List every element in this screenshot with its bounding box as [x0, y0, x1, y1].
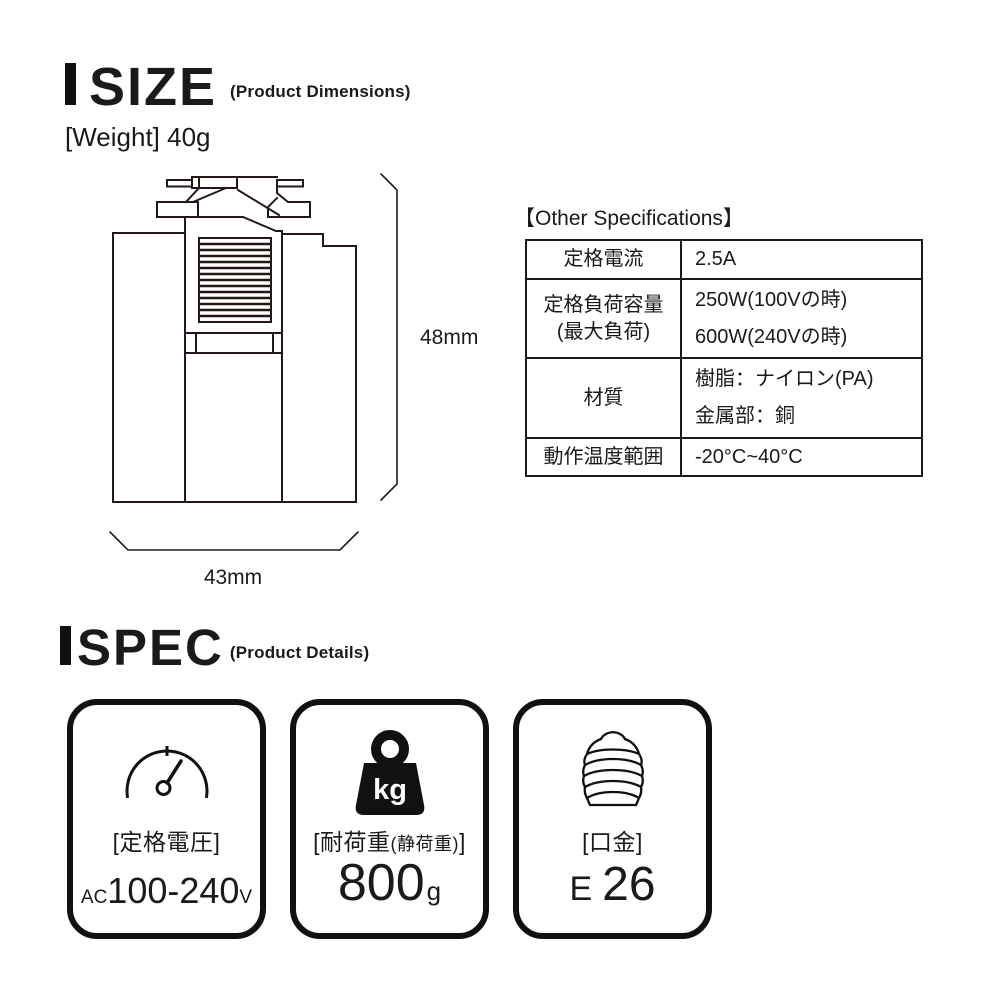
table-row-value: -20°C~40°C [680, 437, 921, 475]
right-prong [276, 179, 304, 188]
gauge-icon [73, 741, 260, 801]
spec-card-rated-voltage: [定格電圧] AC 100-240 V [67, 699, 266, 939]
svg-text:kg: kg [373, 774, 407, 806]
height-dimension-label: 48mm [420, 326, 479, 349]
size-section-title: SIZE [89, 57, 218, 117]
left-prong [166, 179, 193, 188]
table-row-label: 材質 [527, 357, 680, 437]
width-dimension-label: 43mm [203, 566, 263, 589]
weight-note: [Weight] 40g [65, 122, 211, 152]
spec-section-header: SPEC (Product Details) [60, 622, 369, 673]
header-accent-bar [65, 63, 76, 105]
card-value: AC 100-240 V [80, 870, 253, 911]
spec-section-subtitle: (Product Details) [229, 642, 370, 662]
table-row-label: 動作温度範囲 [527, 437, 680, 475]
screw-base-icon [519, 723, 706, 815]
card-label: [耐荷重(静荷重)] [313, 829, 466, 855]
size-section-subtitle: (Product Dimensions) [230, 82, 411, 101]
weight-kg-icon: kg [296, 725, 483, 819]
product-dimension-drawing [109, 173, 398, 551]
other-specs-heading: 【Other Specifications】 [514, 207, 744, 230]
card-label: [口金] [582, 829, 643, 855]
size-section-header: SIZE (Product Dimensions) [65, 60, 411, 114]
header-accent-bar [60, 626, 71, 665]
width-dimension-bracket [109, 531, 359, 551]
spec-card-socket-base: [口金] E 26 [513, 699, 712, 939]
spec-section-title: SPEC [77, 619, 224, 676]
grille [198, 237, 272, 323]
other-specs-table: 定格電流 2.5A 定格負荷容量 (最大負荷) 250W(100Vの時) 600… [525, 239, 923, 477]
table-row-value: 250W(100Vの時) 600W(240Vの時) [680, 278, 921, 357]
table-row-value: 2.5A [680, 241, 921, 278]
card-value: 800 g [337, 854, 442, 912]
table-row-value: 樹脂：ナイロン(PA) 金属部：銅 [680, 357, 921, 437]
card-label: [定格電圧] [112, 829, 221, 855]
height-dimension-bracket [380, 173, 398, 501]
table-row-label: 定格電流 [563, 248, 644, 270]
card-value: E 26 [569, 858, 656, 911]
table-row-label: 定格負荷容量 (最大負荷) [527, 278, 680, 357]
spec-card-load-capacity: kg [耐荷重(静荷重)] 800 g [290, 699, 489, 939]
